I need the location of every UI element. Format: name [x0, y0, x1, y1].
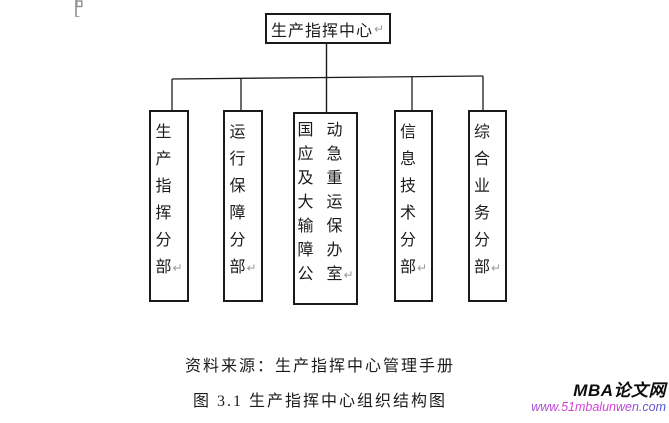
- paragraph-return-icon: ↵: [373, 21, 386, 36]
- org-box-label: 国 动 应 急 及 重 大 运 输 保 障 办 公 室: [297, 122, 343, 283]
- org-box-emergency-transport-office: 国 动 应 急 及 重 大 运 输 保 障 办 公 室↵: [293, 112, 358, 305]
- paragraph-return-icon: ↵: [343, 268, 354, 282]
- org-box-operation-support: 运 行 保 障 分 部↵: [223, 110, 263, 302]
- site-watermark: MBA论文网 www.51mbalunwen.com: [531, 381, 666, 414]
- org-box-root: 生产指挥中心↵: [265, 13, 391, 44]
- paragraph-return-icon: ↵: [416, 261, 428, 275]
- cropped-paragraph-mark-artifact: [75, 0, 83, 18]
- org-box-label: 生 产 指 挥 分 部: [155, 124, 172, 276]
- org-box-label: 运 行 保 障 分 部: [229, 124, 246, 276]
- org-box-root-label: 生产指挥中心: [270, 22, 373, 40]
- paragraph-return-icon: ↵: [490, 261, 502, 275]
- org-box-general-business: 综 合 业 务 分 部↵: [468, 110, 507, 302]
- org-box-info-tech: 信 息 技 术 分 部↵: [394, 110, 433, 302]
- org-box-production-dispatch: 生 产 指 挥 分 部↵: [149, 110, 189, 302]
- watermark-site-url: www.51mbalunwen.com: [531, 400, 666, 414]
- org-box-label: 信 息 技 术 分 部: [399, 124, 416, 276]
- figure-caption: 图 3.1 生产指挥中心组织结构图: [192, 393, 447, 410]
- source-note: 资料来源：生产指挥中心管理手册: [184, 358, 455, 375]
- paragraph-return-icon: ↵: [246, 261, 257, 275]
- org-box-label: 综 合 业 务 分 部: [473, 124, 490, 276]
- paragraph-return-icon: ↵: [172, 261, 183, 275]
- figure-caption-block: 资料来源：生产指挥中心管理手册 图 3.1 生产指挥中心组织结构图: [0, 352, 640, 411]
- watermark-site-name: MBA论文网: [573, 381, 666, 400]
